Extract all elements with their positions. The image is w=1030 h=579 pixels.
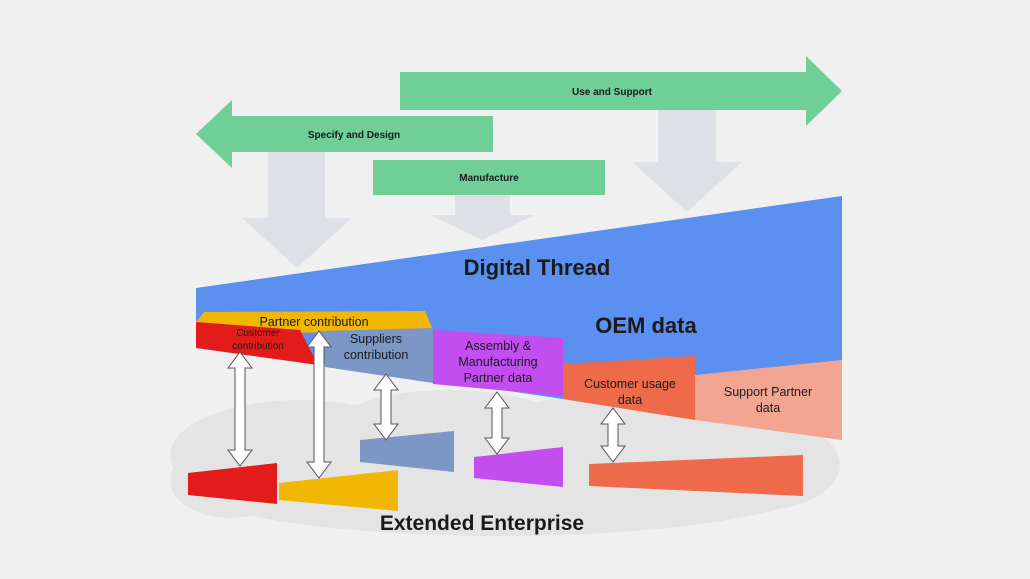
usage-enterprise-block	[589, 455, 803, 496]
use-support-label: Use and Support	[572, 87, 653, 98]
assembly-label-3: Partner data	[464, 371, 533, 385]
extended-enterprise-label: Extended Enterprise	[380, 512, 584, 535]
customer-contribution-label-1: Customer	[236, 328, 280, 339]
support-partner-label-2: data	[756, 401, 780, 415]
support-partner-segment	[695, 360, 842, 440]
customer-contribution-label-2: contribution	[232, 341, 284, 352]
customer-usage-segment	[563, 356, 695, 420]
suppliers-contribution-label-2: contribution	[344, 348, 409, 362]
suppliers-contribution-label-1: Suppliers	[350, 332, 402, 346]
down-arrow-manufacture	[430, 195, 535, 240]
partner-contribution-label: Partner contribution	[259, 315, 368, 329]
assembly-enterprise-block	[474, 447, 563, 487]
suppliers-double-arrow	[373, 373, 399, 441]
digital-thread-title: Digital Thread	[464, 255, 611, 280]
support-partner-label-1: Support Partner	[724, 385, 812, 399]
down-arrow-support	[632, 110, 742, 212]
double-arrows	[227, 330, 626, 479]
suppliers-enterprise-block	[360, 431, 454, 472]
customer-double-arrow	[227, 351, 253, 467]
customer-enterprise-block	[188, 463, 277, 504]
manufacture-bar	[373, 160, 605, 195]
customer-usage-label-2: data	[618, 393, 642, 407]
partner-enterprise-block	[279, 470, 398, 511]
assembly-partner-segment	[433, 330, 563, 396]
oem-data-label: OEM data	[595, 313, 697, 338]
manufacture-label: Manufacture	[459, 173, 519, 184]
usage-double-arrow	[600, 407, 626, 463]
use-support-arrow	[400, 56, 842, 126]
partner-double-arrow	[306, 330, 332, 479]
assembly-label-2: Manufacturing	[458, 355, 537, 369]
customer-contribution-segment	[196, 322, 318, 365]
suppliers-contribution-segment	[320, 328, 433, 383]
specify-design-arrow	[196, 100, 493, 168]
down-arrow-design	[242, 150, 352, 268]
specify-design-label: Specify and Design	[308, 130, 400, 141]
customer-usage-label-1: Customer usage	[584, 377, 676, 391]
assembly-double-arrow	[484, 391, 510, 455]
assembly-label-1: Assembly &	[465, 339, 532, 353]
